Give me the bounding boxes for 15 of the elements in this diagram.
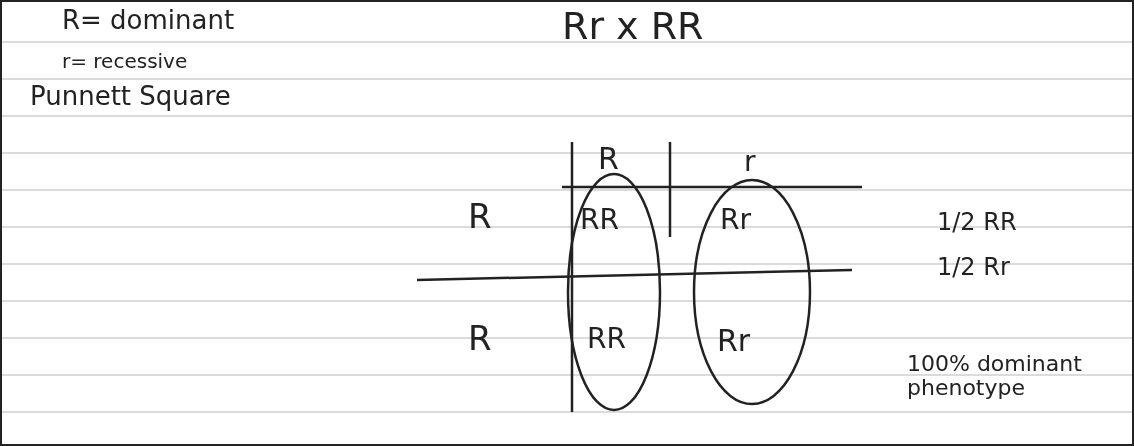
genotype-text: RR	[580, 205, 619, 236]
cross-notation: Rr x RR	[562, 6, 704, 48]
allele-label: R	[468, 198, 492, 236]
genotype-text: Rr	[717, 324, 751, 357]
key-note: r= recessive	[62, 50, 188, 72]
genotype-text: Rr	[720, 205, 751, 236]
allele-label: R	[598, 142, 619, 175]
summary-note: 100% dominant phenotype	[907, 352, 1083, 401]
ratio-note: 1/2 RR	[937, 209, 1017, 236]
allele-label: r	[744, 147, 756, 178]
allele-label: R	[468, 320, 492, 358]
key-note: R= dominant	[62, 6, 235, 35]
heading: Punnett Square	[30, 82, 231, 111]
ratio-note: 1/2 Rr	[937, 254, 1010, 281]
genotype-text: RR	[587, 324, 626, 355]
